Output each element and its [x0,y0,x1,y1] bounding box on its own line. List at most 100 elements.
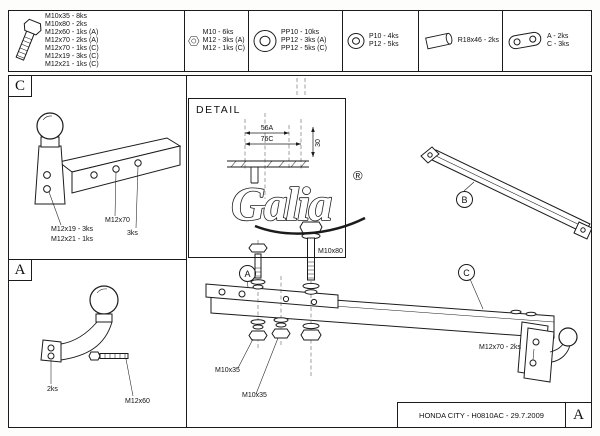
part-entry: P12 - 5ks [369,41,399,48]
washer [302,282,320,290]
label-m10x35-2: M10x35 [242,392,267,399]
bolt-hole [238,290,246,298]
part-entry: M12x60 - 1ks (A) [45,29,99,36]
bolt-head [529,359,537,367]
registered-mark: ® [353,168,363,183]
part-entry: M10x35 - 8ks [45,13,88,20]
left-views-divider [9,259,186,260]
label-m12x21-viewc: M12x21 - 1ks [51,236,94,243]
part-entry: PP10 - 10ks [281,29,320,36]
label-m12x70-2ks: M12x70 - 2ks [479,344,522,351]
parts-list-header: M10x35 - 8ks M10x80 - 2ks M12x60 - 1ks (… [8,10,592,72]
bolt-icon [15,18,42,61]
callout-a: A [239,265,256,282]
left-bracket [205,283,339,309]
galia-logo: Galia ® [230,168,366,235]
view-a-drawing [40,285,134,397]
bolt-m10x80-shank [307,237,315,281]
ball-neck [60,321,98,345]
title-corner-label: A [565,402,591,427]
spacer-sleeve-icon [425,32,453,50]
parts-group-sleeve: R18x46 - 2ks [419,11,503,71]
parts-group-nuts: M10 - 6ks M12 - 3ks (A) M12 - 1ks (C) [185,11,249,71]
small-washer-icon [347,33,365,49]
dim-56a: 56A [261,125,274,132]
nut [300,329,322,341]
title-block: HONDA CITY - H0810AC - 29.7.2009 [397,402,565,427]
callout-c: C [458,264,475,281]
part-entry: A - 2ks [547,33,569,40]
detail-title: DETAIL [196,104,241,116]
view-c-corner-label: C [9,76,32,97]
tow-ball [89,285,119,315]
label-2ks-viewa: 2ks [47,386,58,393]
ball-mount-plate [523,327,555,383]
part-entry: M10 - 6ks [202,29,234,36]
parts-group-bolts: M10x35 - 8ks M10x80 - 2ks M12x60 - 1ks (… [9,11,185,71]
galia-logo-text: Galia [231,178,331,231]
label-m10x35-1: M10x35 [215,367,240,374]
bolt-m12x60-shank [99,353,129,359]
dim-76c: 76C [261,136,274,143]
bolt-head [112,165,120,173]
bolt-head [134,159,142,167]
part-entry: C - 3ks [547,41,570,48]
part-entry: M12 - 1ks (C) [202,45,245,52]
bolt-hole [218,288,226,296]
part-entry: P10 - 4ks [369,33,399,40]
crossbeam-front [71,145,181,194]
bolt-head [43,185,51,193]
spring-washer [304,289,318,295]
spring-washer [252,324,264,330]
bolt-head [47,352,55,360]
parts-group-plates: A - 2ks C - 3ks [503,11,591,71]
spring-washer [252,284,264,290]
sleeve-quantities: R18x46 - 2ks [458,37,499,45]
part-entry: PP12 - 5ks (C) [281,45,327,52]
nut [248,330,268,341]
washer-pp-quantities: PP10 - 10ks PP12 - 3ks (A) PP12 - 5ks (C… [281,29,327,53]
nut-quantities: M10 - 6ks M12 - 3ks (A) M12 - 1ks (C) [203,29,245,53]
washer [302,322,320,330]
drawing-area: C A [8,75,592,428]
part-entry: R18x46 - 2ks [457,37,499,44]
plate-quantities: A - 2ks C - 3ks [547,33,569,49]
title-block-text: HONDA CITY - H0810AC - 29.7.2009 [419,410,544,420]
part-entry: PP12 - 3ks (A) [281,37,327,44]
bolt-hole [310,298,318,306]
backing-plate-icon [508,31,542,50]
nut [271,328,291,339]
label-m10x80: M10x80 [318,248,343,255]
spring-washer [275,322,287,328]
bolt-head [43,171,51,179]
bolt-quantities: M10x35 - 8ks M10x80 - 2ks M12x60 - 1ks (… [45,13,99,69]
bolt-head [90,171,98,179]
callout-b: B [456,191,473,208]
bolt-m10x35-shank [254,253,262,279]
part-entry: M12x21 - 1ks (C) [45,61,99,68]
flat-washer-icon [253,30,277,52]
logo-underline [254,216,366,235]
bolt-head [532,338,540,346]
detail-dimension-drawing: 56A 76C 30 [227,113,322,199]
label-m12x19-viewc: M12x19 - 3ks [51,226,94,233]
bolt-head [47,344,55,352]
column-divider [186,76,187,427]
assembly-drawing [205,78,591,395]
washer [250,279,266,285]
bolt-m10x35-head [248,243,268,253]
part-entry: M12x19 - 3ks (C) [45,53,99,60]
part-entry: M12 - 3ks (A) [202,37,245,44]
tow-ball [558,327,578,347]
view-c-drawing [34,112,182,229]
bolt-m12x60-head [88,351,101,361]
part-entry: M12x70 - 2ks (A) [45,37,99,44]
washer [510,309,522,315]
dim-30: 30 [315,139,322,147]
part-entry: M12x70 - 1ks (C) [45,45,99,52]
bolt-hole [282,295,290,303]
part-entry: M10x80 - 2ks [45,21,88,28]
section-profile [227,160,309,168]
washer [525,311,537,317]
parts-group-washers-pp: PP10 - 10ks PP12 - 3ks (A) PP12 - 5ks (C… [249,11,343,71]
